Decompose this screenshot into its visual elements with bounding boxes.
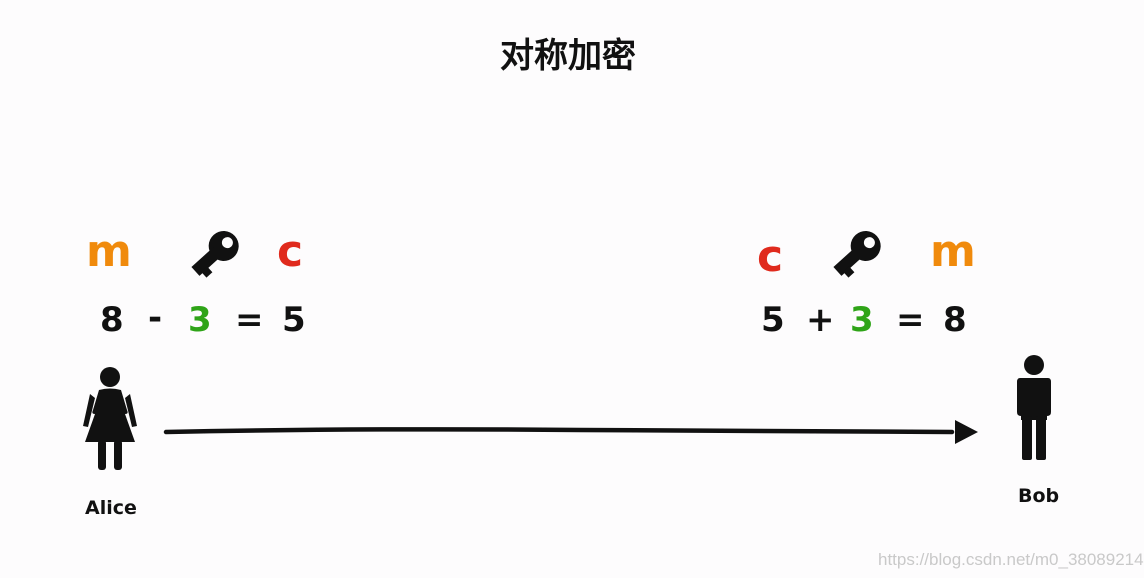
- watermark: https://blog.csdn.net/m0_38089214: [878, 550, 1144, 569]
- alice-eq-m-value: 8: [100, 300, 124, 340]
- alice-eq-minus: -: [148, 298, 163, 338]
- key-icon: [833, 230, 881, 278]
- alice-eq-c-value: 5: [282, 300, 306, 340]
- bob-plaintext-m: m: [930, 226, 976, 277]
- alice-label: Alice: [85, 497, 137, 519]
- bob-eq-c-value: 5: [761, 300, 785, 340]
- woman-icon: [83, 367, 137, 470]
- alice-ciphertext-c: c: [277, 226, 304, 277]
- man-icon: [1017, 355, 1051, 460]
- bob-label: Bob: [1018, 485, 1060, 507]
- bob-eq-equals: =: [896, 300, 925, 340]
- alice-plaintext-m: m: [86, 226, 132, 277]
- alice-eq-key-value: 3: [188, 300, 212, 340]
- diagram-title: 对称加密: [500, 36, 636, 76]
- bob-eq-plus: +: [806, 300, 835, 340]
- arrow-icon: [163, 420, 978, 444]
- bob-eq-key-value: 3: [850, 300, 874, 340]
- alice-eq-equals: =: [235, 300, 264, 340]
- key-icon: [191, 230, 239, 278]
- bob-ciphertext-c: c: [757, 231, 784, 282]
- bob-eq-m-value: 8: [943, 300, 967, 340]
